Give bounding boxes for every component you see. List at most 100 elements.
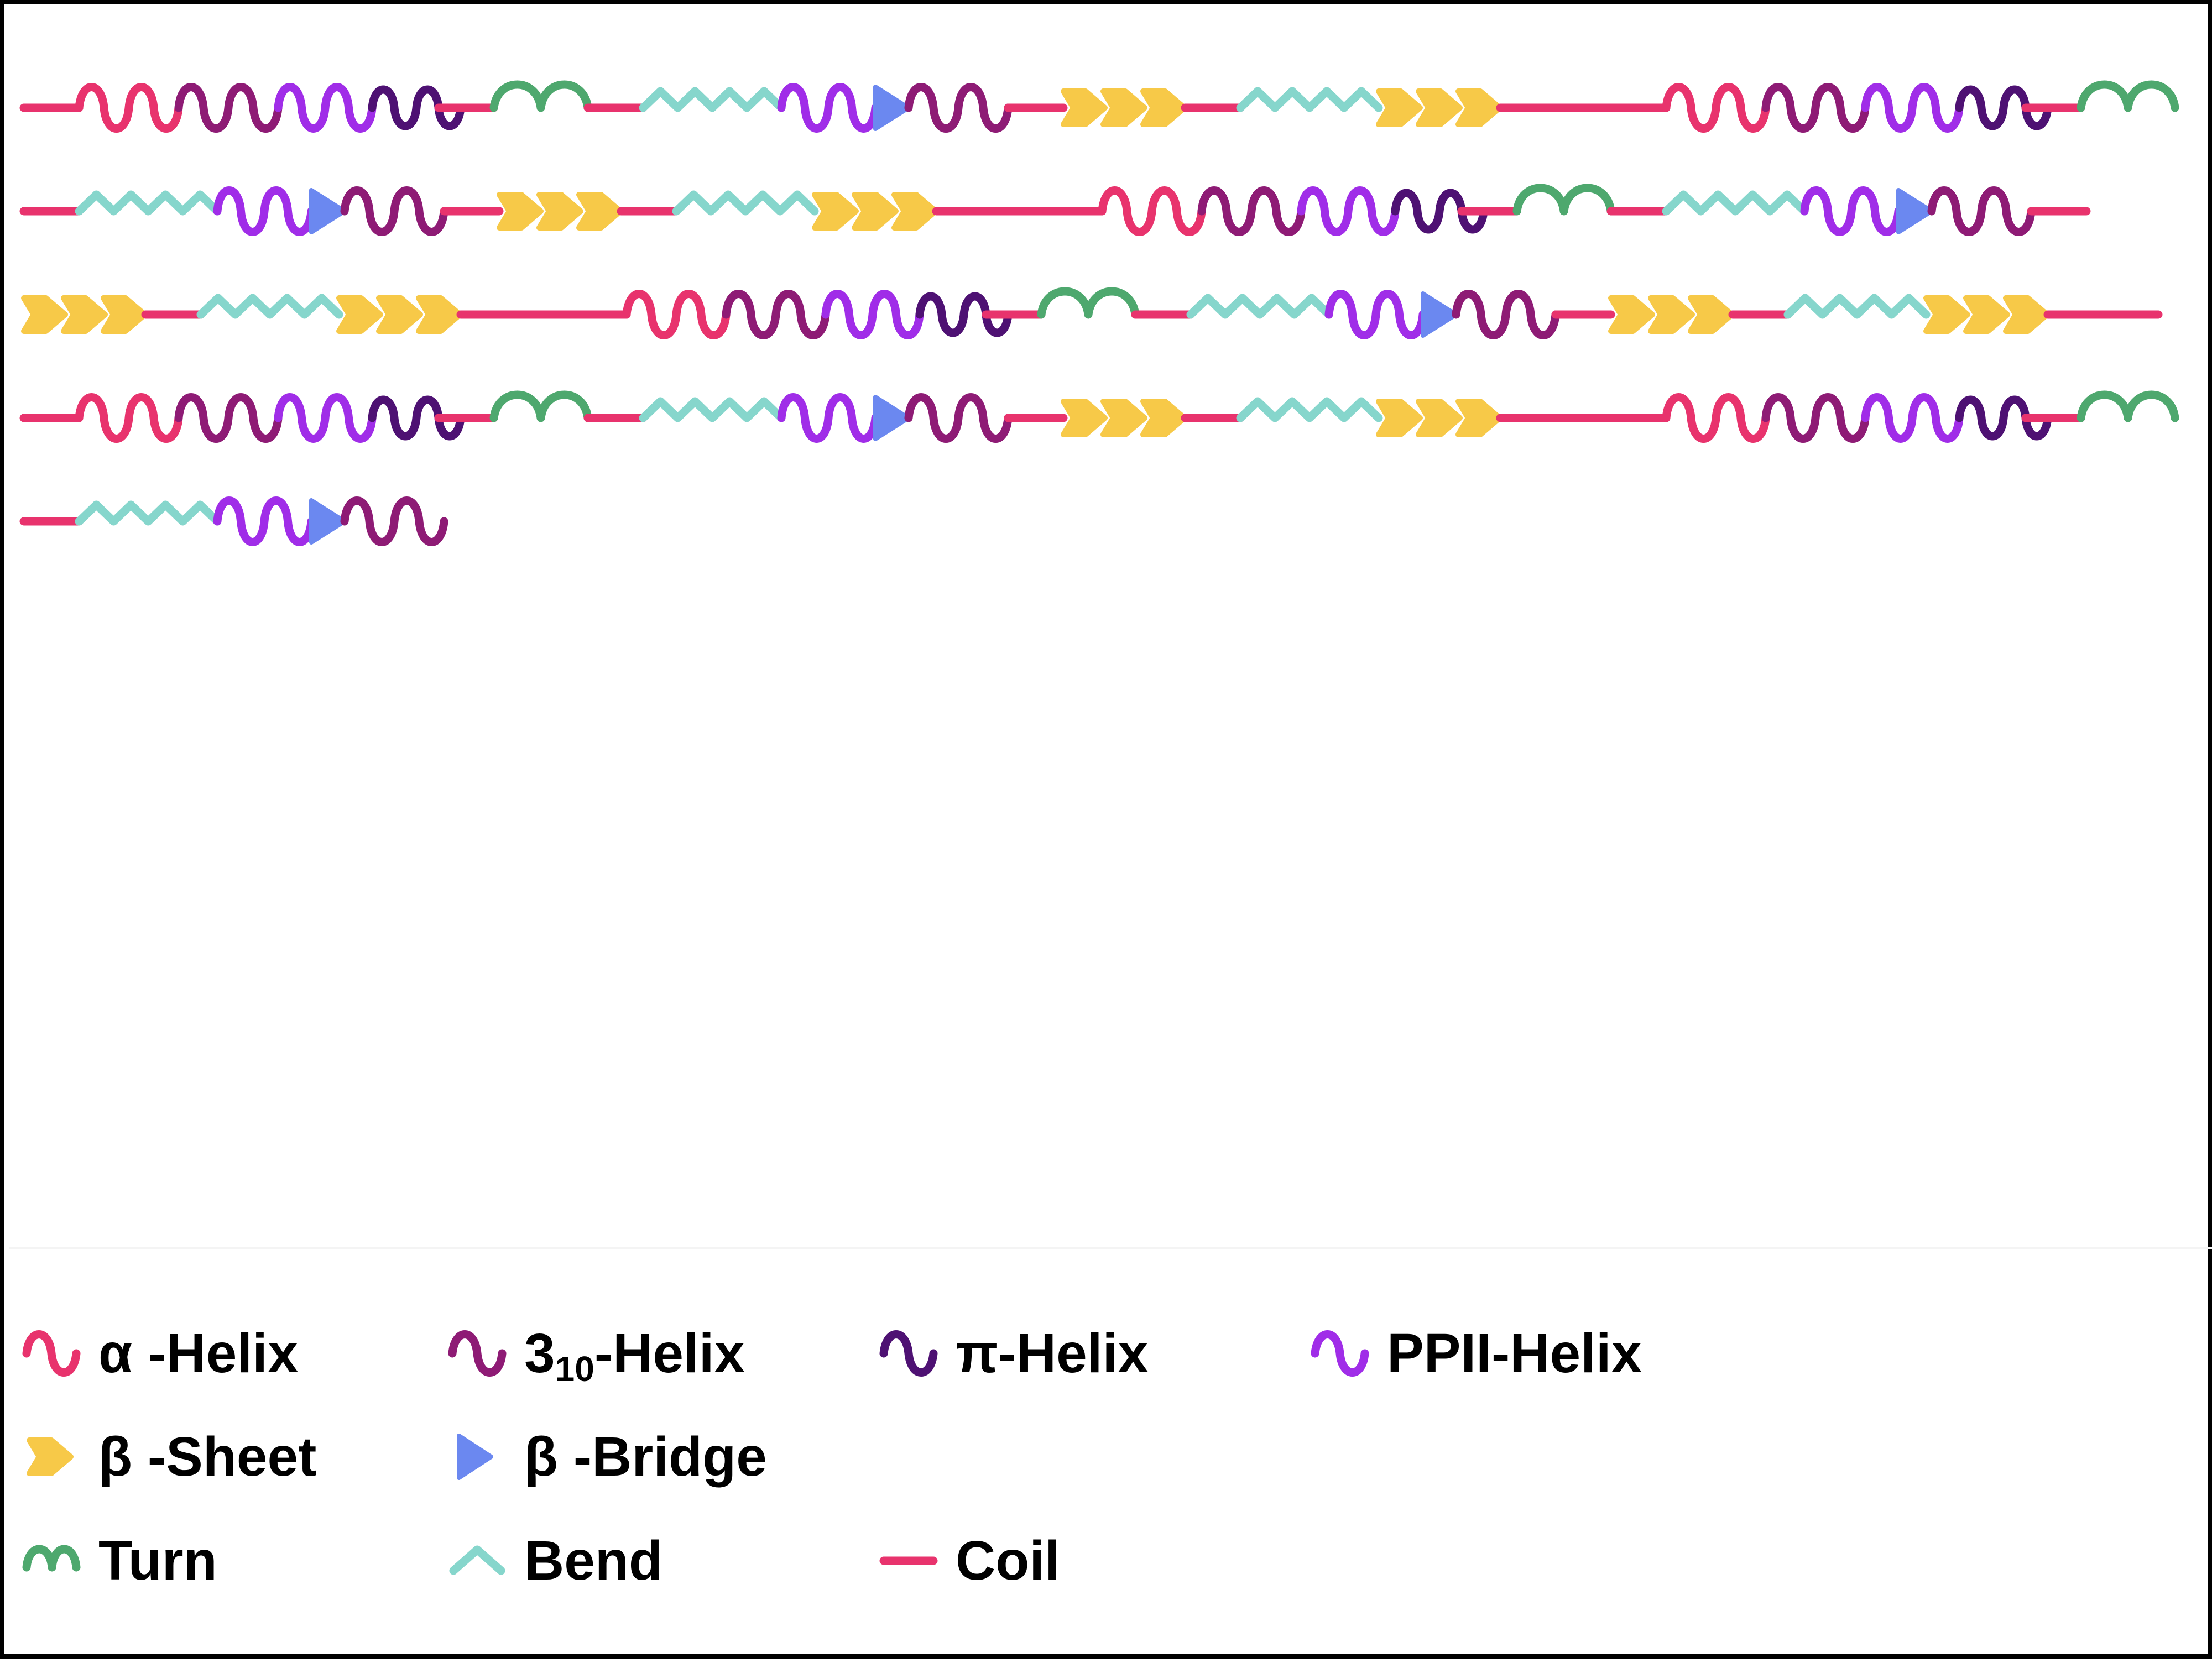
beta-sheet-segment xyxy=(1061,399,1187,437)
legend-label-alpha-helix: α -Helix xyxy=(98,1322,299,1384)
ppii-helix-wave xyxy=(821,290,924,339)
turn-icon xyxy=(22,1545,81,1572)
beta-sheet-arrow xyxy=(1416,399,1463,437)
bend-icon xyxy=(449,1545,505,1575)
pi-helix-wave xyxy=(1391,189,1488,234)
ppii-helix-wave xyxy=(777,393,880,443)
ppii-helix-glyph xyxy=(1311,1330,1369,1377)
ppii-helix-wave xyxy=(1861,393,1964,443)
beta-sheet-segment xyxy=(1608,295,1735,334)
ppii-helix-segment xyxy=(1324,290,1427,339)
glyph-arc xyxy=(22,1545,81,1572)
beta-bridge-segment xyxy=(309,188,347,234)
bend-segment xyxy=(1236,87,1383,112)
three10-helix-wave xyxy=(340,186,448,236)
alpha-helix-wave xyxy=(622,290,731,339)
beta-bridge-triangle xyxy=(309,498,347,545)
three10-helix-wave xyxy=(174,83,283,133)
alpha-helix-wave xyxy=(75,83,183,133)
ppii-helix-segment xyxy=(274,83,377,133)
legend-label-ppii-helix: PPII-Helix xyxy=(1387,1322,1642,1384)
three10-helix-segment xyxy=(174,83,283,133)
legend-item-beta-bridge: β -Bridge xyxy=(447,1418,767,1495)
pi-helix-segment xyxy=(1955,395,2052,441)
beta-bridge-triangle xyxy=(309,188,347,234)
beta-sheet-arrow xyxy=(891,192,938,231)
alpha-helix-segment xyxy=(1098,186,1206,236)
beta-sheet-arrow xyxy=(1100,399,1147,437)
legend-label-bend: Bend xyxy=(524,1530,662,1592)
ppii-helix-icon xyxy=(1311,1330,1369,1377)
three10-helix-segment xyxy=(340,186,448,236)
legend-label-beta-bridge: β -Bridge xyxy=(524,1426,767,1488)
pi-helix-wave xyxy=(368,395,465,441)
pi-helix-segment xyxy=(1955,85,2052,130)
bend-segment xyxy=(75,190,222,216)
beta-sheet-arrow xyxy=(21,295,68,334)
bend-segment xyxy=(1783,294,1931,319)
bend-zigzag xyxy=(75,190,222,216)
pi-helix-segment xyxy=(368,395,465,441)
beta-sheet-arrow xyxy=(61,295,108,334)
bend-segment xyxy=(1236,397,1383,422)
ppii-helix-wave xyxy=(274,83,377,133)
beta-sheet-arrow xyxy=(416,295,463,334)
glyph-wave xyxy=(448,1330,507,1377)
alpha-helix-wave xyxy=(1662,83,1770,133)
pi-helix-segment xyxy=(915,292,1013,337)
bend-zigzag xyxy=(75,500,222,526)
legend-item-bend: Bend xyxy=(447,1522,662,1599)
three10-helix-segment xyxy=(340,496,448,546)
beta-sheet-arrow xyxy=(1455,399,1503,437)
structure-row xyxy=(19,390,2179,443)
legend-item-alpha-helix: α -Helix xyxy=(21,1315,299,1392)
beta-sheet-arrow xyxy=(336,295,383,334)
bend-segment xyxy=(639,87,786,112)
bend-segment xyxy=(196,294,343,319)
bend-segment xyxy=(639,397,786,422)
alpha-helix-wave xyxy=(1098,186,1206,236)
pi-helix-glyph xyxy=(879,1330,938,1377)
beta-sheet-arrow xyxy=(1648,295,1695,334)
three10-helix-wave xyxy=(1761,393,1870,443)
ppii-helix-wave xyxy=(213,186,316,236)
legend-label-turn: Turn xyxy=(98,1530,217,1592)
legend-item-310-helix: 310-Helix xyxy=(447,1315,745,1392)
beta-sheet-arrow xyxy=(812,192,859,231)
three10-helix-segment xyxy=(722,290,830,339)
turn-segment xyxy=(1037,287,1140,319)
ppii-helix-segment xyxy=(1861,83,1964,133)
pi-helix-segment xyxy=(368,85,465,130)
bend-segment xyxy=(672,190,819,216)
pi-helix-icon xyxy=(879,1330,938,1377)
beta-sheet-segment xyxy=(1376,88,1503,127)
glyph-triangle xyxy=(457,1434,493,1480)
turn-segment xyxy=(2077,80,2179,112)
beta-bridge-triangle xyxy=(1421,291,1458,338)
three10-helix-segment xyxy=(904,393,1013,443)
beta-sheet-arrow xyxy=(1376,88,1423,127)
three10-helix-icon xyxy=(448,1330,507,1377)
bend-zigzag xyxy=(1236,397,1383,422)
three10-helix-wave xyxy=(904,393,1013,443)
glyph-wave xyxy=(879,1330,938,1377)
pi-helix-wave xyxy=(368,85,465,130)
three10-helix-wave xyxy=(1927,186,2036,236)
turn-arc xyxy=(489,80,592,112)
glyph-wave xyxy=(1311,1330,1369,1377)
legend-item-turn: Turn xyxy=(21,1522,217,1599)
beta-sheet-arrow xyxy=(1061,88,1108,127)
three10-helix-glyph xyxy=(448,1330,507,1377)
turn-segment xyxy=(1512,184,1615,216)
bend-zigzag xyxy=(639,397,786,422)
beta-sheet-arrow xyxy=(1100,88,1147,127)
beta-sheet-icon xyxy=(27,1437,74,1476)
ppii-helix-wave xyxy=(1861,83,1964,133)
beta-bridge-segment xyxy=(1896,188,1934,234)
three10-helix-segment xyxy=(1452,290,1560,339)
beta-sheet-segment xyxy=(1061,88,1187,127)
bend-zigzag xyxy=(196,294,343,319)
coil-icon xyxy=(879,1556,938,1565)
beta-sheet-segment xyxy=(812,192,938,231)
ppii-helix-wave xyxy=(1297,186,1400,236)
